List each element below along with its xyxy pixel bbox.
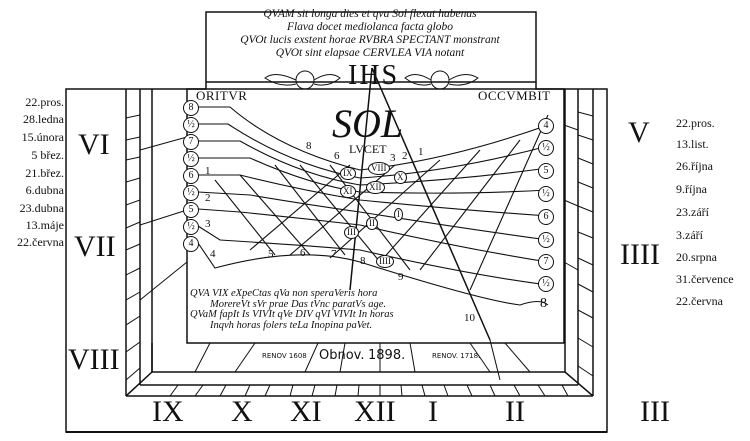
left-date: 21.břez. (25, 166, 64, 180)
renov-1608: RENOV 1608 (262, 352, 307, 360)
left-date: 28.ledna (23, 112, 64, 126)
motto-inscription: QVAM sit longa dies et qva Sol flexat ha… (205, 8, 535, 60)
lucet-label: LVCET (349, 142, 387, 156)
hour-number: 3 (205, 218, 211, 230)
right-date: 13.list. (676, 137, 709, 151)
month-seal: III (344, 226, 359, 239)
motto-line: Flava docet mediolanca facta globo (286, 21, 454, 33)
sol-title: SOL (332, 101, 404, 146)
hour-iii-bottom: III (640, 395, 670, 428)
hour-vii: VII (74, 230, 116, 263)
hour-viii: VIII (68, 343, 120, 376)
hour-x: X (231, 395, 253, 428)
oritur-label: ORITVR (196, 88, 248, 103)
left-date: 22.pros. (25, 95, 64, 109)
left-circle-marker: ½ (183, 185, 199, 201)
ihs-monogram: IHS (348, 60, 400, 91)
right-circle-marker: 8 (540, 296, 547, 311)
hour-number: 3 (390, 152, 396, 164)
left-date: 13.máje (25, 218, 64, 232)
right-circle-marker: ½ (538, 232, 554, 248)
hour-vi: VI (78, 128, 110, 161)
right-date: 3.září (676, 228, 703, 242)
left-circle-marker: 5 (183, 202, 199, 218)
hour-number: 2 (402, 150, 408, 162)
hour-iiii: IIII (620, 238, 660, 271)
month-seal: X (394, 171, 407, 184)
hour-number: 4 (210, 248, 216, 260)
hour-number: 5 (268, 248, 274, 260)
month-seal: IX (340, 167, 356, 180)
left-date: 6.dubna (25, 183, 64, 197)
right-circle-marker: ½ (538, 276, 554, 292)
month-seal: I (394, 208, 403, 221)
hour-number: 10 (464, 312, 475, 324)
obnov-label: Obnov. (319, 348, 365, 363)
obnov-year: 1898. (368, 348, 406, 363)
bottom-inscription: QVA VIX eXpeCtas qVa non speraVeris hora… (190, 288, 450, 331)
hour-number: 6 (300, 247, 306, 259)
hour-number: 1 (205, 165, 211, 177)
hour-xii: XII (354, 395, 396, 428)
month-seal: XII (366, 181, 385, 194)
inscription-line: Inqvh horas folers teLa Inopina paVet. (210, 319, 373, 331)
inscription-line: MorereVt sVr prae Das tVnc paratVs age. (210, 298, 387, 310)
hour-number: 1 (418, 146, 424, 158)
right-date: 23.září (676, 205, 709, 219)
hour-v: V (628, 116, 650, 149)
left-date: 23.dubna (19, 201, 64, 215)
month-seal: II (366, 217, 378, 230)
right-circle-marker: 4 (538, 118, 554, 134)
hour-ii: II (505, 395, 525, 428)
right-circle-marker: ½ (538, 140, 554, 156)
right-circle-marker: 6 (538, 209, 554, 225)
inscription-line: QVaM fapIt Is VIVIt qVe DIV qVI VIVIt In… (190, 309, 394, 320)
month-seal: IIII (376, 255, 394, 268)
left-circle-marker: ½ (183, 151, 199, 167)
inscription-line: QVA VIX eXpeCtas qVa non speraVeris hora (190, 288, 378, 299)
left-date: 5 břez. (31, 148, 64, 162)
hour-number: 2 (205, 192, 211, 204)
right-date: 31.července (676, 272, 734, 286)
motto-line: QVOt sint elapsae CERVLEA VIA notant (275, 47, 465, 59)
left-date: 22.června (17, 235, 64, 249)
right-date: 22.června (676, 294, 723, 308)
right-date: 26.října (676, 159, 713, 173)
hour-i: I (428, 395, 438, 428)
month-seal: VIII (368, 162, 390, 175)
hour-xi: XI (290, 395, 322, 428)
hour-ix: IX (152, 395, 184, 428)
left-circle-marker: 4 (183, 236, 199, 252)
hour-number: 7 (331, 248, 337, 260)
renov-1718: RENOV. 1718. (432, 352, 481, 360)
right-date: 20.srpna (676, 250, 717, 264)
right-date: 9.října (676, 182, 707, 196)
motto-line: QVOt lucis exstent horae RVBRA SPECTANT … (240, 34, 500, 46)
hour-number: 8 (360, 255, 366, 267)
occumbit-label: OCCVMBIT (478, 88, 551, 103)
left-circle-marker: 8 (183, 100, 199, 116)
left-circle-marker: ½ (183, 117, 199, 133)
left-circle-marker: ½ (183, 219, 199, 235)
hour-number: 9 (398, 271, 404, 283)
hour-number: 6 (334, 150, 340, 162)
right-circle-marker: 5 (538, 163, 554, 179)
left-date: 15.února (21, 130, 64, 144)
right-circle-marker: 7 (538, 254, 554, 270)
right-circle-marker: ½ (538, 186, 554, 202)
left-circle-marker: 7 (183, 134, 199, 150)
month-seal: XI (340, 185, 356, 198)
motto-line: QVAM sit longa dies et qva Sol flexat ha… (263, 8, 477, 20)
right-date: 22.pros. (676, 116, 715, 130)
left-circle-marker: 6 (183, 168, 199, 184)
hour-number: 8 (306, 140, 312, 152)
